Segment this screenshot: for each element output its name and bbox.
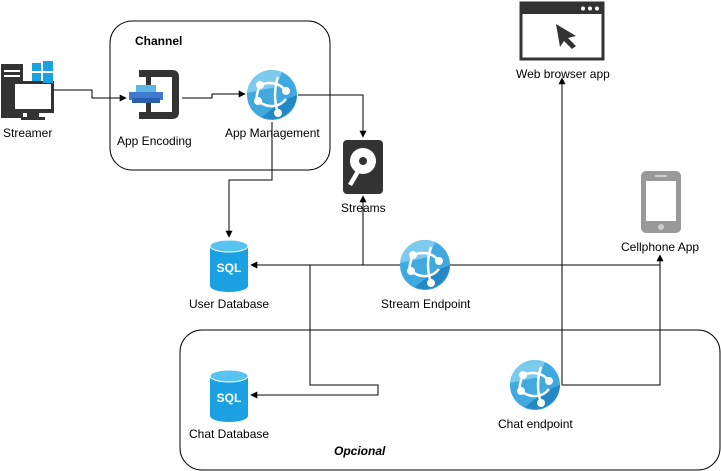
connectors (54, 77, 664, 399)
edge-encoding-management (182, 90, 246, 99)
stream-endpoint-icon (398, 238, 452, 292)
web-browser-label: Web browser app (516, 67, 610, 81)
user-database-label: User Database (189, 297, 270, 311)
chat-database-icon: SQL (209, 369, 249, 423)
streamer-label: Streamer (3, 126, 53, 140)
cellphone-label: Cellphone App (621, 240, 700, 254)
user-database-icon: SQL (209, 239, 249, 293)
edge-streamer-encoding (54, 89, 127, 102)
cellphone-icon (641, 171, 681, 233)
user-db-sql-text: SQL (217, 261, 242, 275)
edge-management-userdb (225, 122, 273, 238)
edge-chat-cellphone (562, 254, 664, 386)
web-browser-icon (519, 1, 605, 61)
streamer-icon (1, 61, 54, 120)
app-encoding-label: App Encoding (117, 134, 192, 148)
app-management-icon (245, 68, 299, 122)
streams-label: Streams (341, 201, 386, 215)
channel-group-title: Channel (135, 34, 183, 48)
chat-endpoint-icon (508, 358, 562, 412)
app-management-label: App Management (225, 126, 320, 140)
optional-group (179, 329, 721, 471)
stream-endpoint-label: Stream Endpoint (381, 297, 471, 311)
app-encoding-icon (129, 70, 179, 119)
edge-chat-chatdb (250, 265, 379, 399)
edge-management-streams (298, 94, 367, 138)
chat-database-label: Chat Database (189, 427, 270, 441)
streams-disk-icon (343, 140, 383, 194)
optional-group-title: Opcional (334, 444, 386, 458)
chat-db-sql-text: SQL (217, 391, 242, 405)
chat-endpoint-label: Chat endpoint (498, 417, 573, 431)
